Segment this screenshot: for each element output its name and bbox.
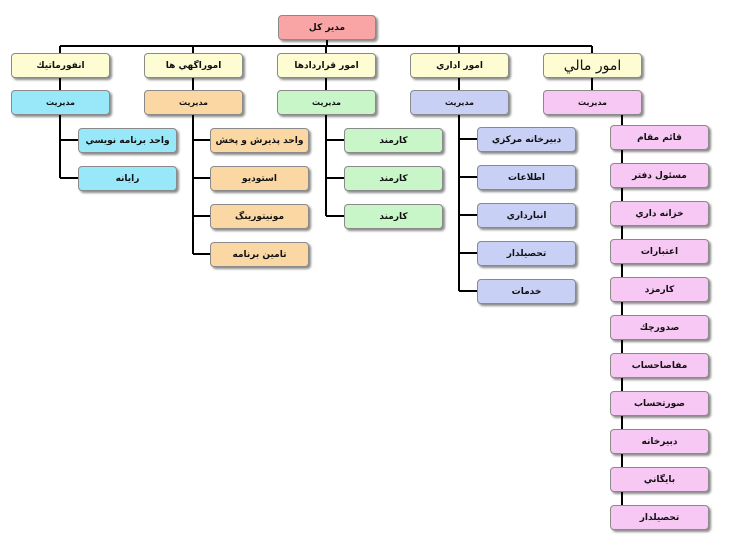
admin-unit-5-label: خدمات [511,286,542,297]
section-admin-title: امور اداري [410,53,509,78]
admin-unit-3-label: انبارداري [506,210,547,221]
finance-unit-6: صدورچك [610,315,709,340]
section-admin-title-label: امور اداري [436,60,483,71]
ads-unit-1: واحد پذيرش و پخش [210,128,309,153]
section-admin-manager: مديريت [410,90,509,115]
section-finance-title: امور مالي [543,53,642,78]
section-ads-title-label: اموراگهي ها [165,60,222,71]
it-unit-1-label: واحد برنامه نويسي [85,135,170,146]
finance-unit-7: مفاصاحساب [610,353,709,378]
contracts-unit-2: كارمند [344,166,443,191]
section-admin-manager-label: مديريت [444,98,475,107]
contracts-unit-1: كارمند [344,128,443,153]
section-it-manager-label: مديريت [45,98,76,107]
admin-unit-4-label: تحصيلدار [506,248,547,259]
finance-unit-10-label: بايگاني [643,474,676,485]
finance-unit-3-label: خزانه داري [635,208,684,219]
admin-unit-2-label: اطلاعات [508,172,545,183]
admin-unit-1-label: دبيرخانه مركزي [491,134,562,145]
admin-unit-2: اطلاعات [477,165,576,190]
section-ads-title: اموراگهي ها [144,53,243,78]
section-finance-manager: مديريت [543,90,642,115]
section-it-title-label: انفورماتيك [36,60,85,71]
contracts-unit-1-label: كارمند [379,135,408,146]
ads-unit-2: استوديو [210,166,309,191]
finance-unit-10: بايگاني [610,467,709,492]
finance-unit-2: مسئول دفتر [610,163,709,188]
root-label: مدیر کل [308,22,346,33]
finance-unit-9-label: دبيرخانه [641,436,678,447]
it-unit-2-label: رايانه [115,173,140,184]
it-unit-2: رايانه [78,166,177,191]
contracts-unit-2-label: كارمند [379,173,408,184]
finance-unit-1-label: قائم مقام [637,132,682,143]
ads-unit-3: مونيتورينگ [210,204,309,229]
finance-unit-1: قائم مقام [610,125,709,150]
section-it-title: انفورماتيك [11,53,110,78]
ads-unit-4-label: تامين برنامه [232,249,287,260]
section-contracts-manager: مديريت [277,90,376,115]
admin-unit-5: خدمات [477,279,576,304]
section-contracts-title: امور قراردادها [277,53,376,78]
contracts-unit-3-label: كارمند [379,211,408,222]
section-ads-manager-label: مديريت [178,98,209,107]
admin-unit-4: تحصيلدار [477,241,576,266]
ads-unit-3-label: مونيتورينگ [234,211,285,222]
finance-unit-11-label: تحصيلدار [639,512,680,523]
section-contracts-title-label: امور قراردادها [294,60,359,71]
ads-unit-2-label: استوديو [242,173,277,184]
finance-unit-8-label: صورتحساب [634,398,685,409]
it-unit-1: واحد برنامه نويسي [78,128,177,153]
finance-unit-3: خزانه داري [610,201,709,226]
finance-unit-2-label: مسئول دفتر [632,170,687,181]
contracts-unit-3: كارمند [344,204,443,229]
ads-unit-1-label: واحد پذيرش و پخش [215,135,304,146]
section-finance-title-label: امور مالي [563,57,622,74]
section-ads-manager: مديريت [144,90,243,115]
finance-unit-7-label: مفاصاحساب [631,360,688,371]
finance-unit-5-label: كارمزد [644,284,675,295]
finance-unit-4: اعتبارات [610,239,709,264]
section-contracts-manager-label: مديريت [311,98,342,107]
finance-unit-5: كارمزد [610,277,709,302]
finance-unit-11: تحصيلدار [610,505,709,530]
root-node: مدیر کل [278,15,376,40]
ads-unit-4: تامين برنامه [210,242,309,267]
admin-unit-3: انبارداري [477,203,576,228]
finance-unit-8: صورتحساب [610,391,709,416]
finance-unit-4-label: اعتبارات [640,246,679,257]
admin-unit-1: دبيرخانه مركزي [477,127,576,152]
finance-unit-6-label: صدورچك [639,322,680,333]
finance-unit-9: دبيرخانه [610,429,709,454]
section-finance-manager-label: مديريت [577,98,608,107]
section-it-manager: مديريت [11,90,110,115]
